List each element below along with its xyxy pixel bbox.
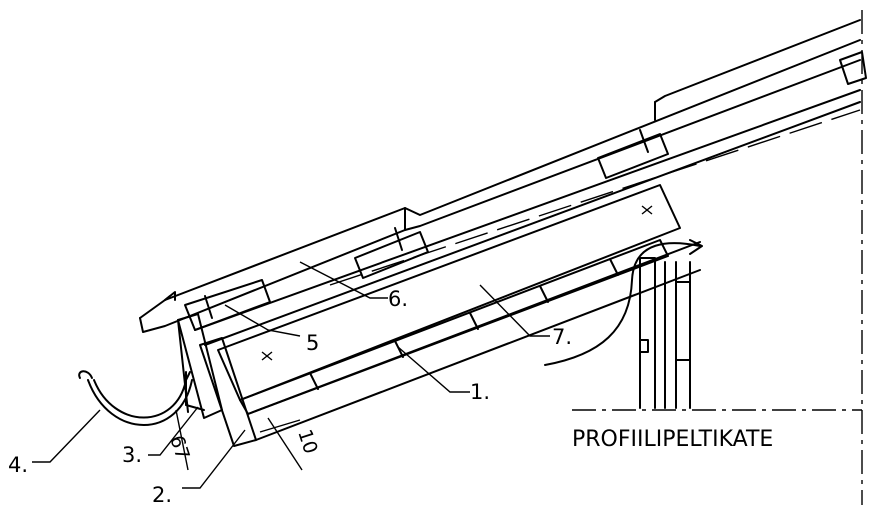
- rafter: [217, 184, 681, 401]
- detail-frame: [572, 10, 863, 505]
- label-4: 4.: [8, 453, 28, 477]
- underlay: [194, 89, 861, 346]
- fascia: [177, 313, 257, 447]
- leader-lines: [32, 261, 550, 489]
- label-6: 6.: [388, 287, 408, 311]
- roof-battens: [184, 51, 867, 331]
- gutter: [78, 370, 205, 426]
- lower-battens: [239, 239, 669, 415]
- label-2: 2.: [152, 483, 172, 505]
- label-5: 5: [306, 331, 319, 355]
- roof-covering: [139, 19, 861, 333]
- dimension-67: 67: [165, 433, 193, 463]
- lining: [247, 241, 701, 441]
- profile-sheet-detail: [544, 239, 703, 409]
- label-7: 7.: [552, 325, 572, 349]
- label-3: 3.: [122, 443, 142, 467]
- dimension-10: 10: [293, 427, 321, 457]
- label-1: 1.: [470, 380, 490, 404]
- detail-title: PROFIILIPELTIKATE: [572, 427, 773, 452]
